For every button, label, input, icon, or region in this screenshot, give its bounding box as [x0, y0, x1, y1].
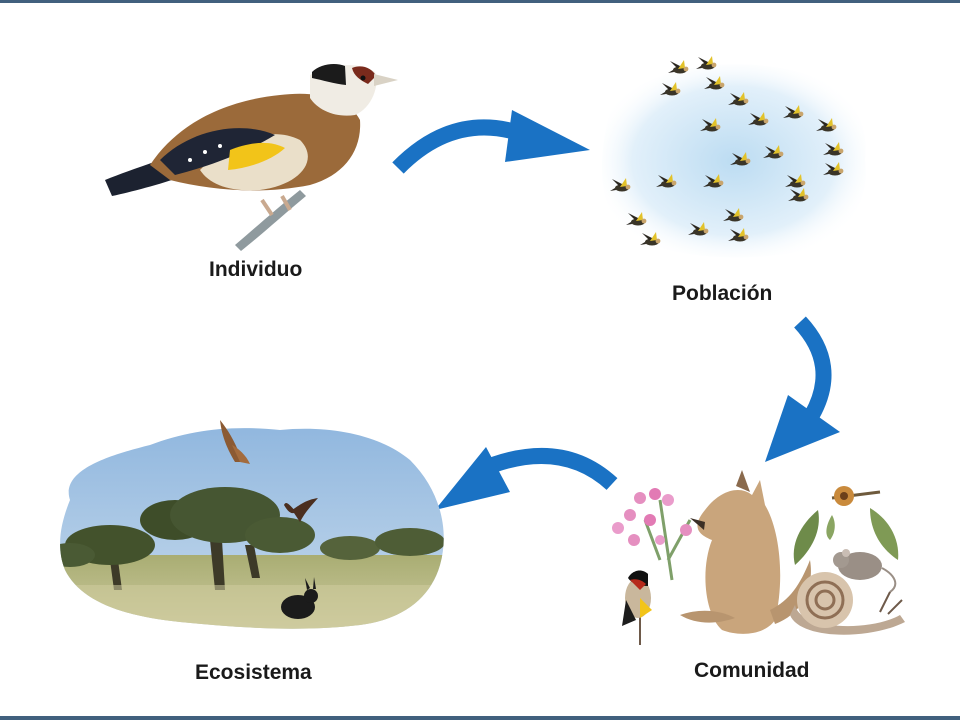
leaves-icon — [793, 486, 899, 565]
rabbit-icon — [281, 577, 318, 619]
mouse-icon — [833, 549, 897, 593]
label-ecosistema: Ecosistema — [195, 661, 312, 684]
ecosystem-scene — [60, 420, 444, 629]
snail-icon — [790, 572, 905, 635]
arrow-individuo-to-poblacion — [392, 110, 590, 174]
label-individuo: Individuo — [209, 258, 303, 281]
eagle-icon — [220, 420, 250, 464]
arrow-poblacion-to-comunidad — [765, 316, 840, 462]
bird-of-prey-icon — [284, 498, 318, 522]
arrow-comunidad-to-ecosistema — [435, 447, 618, 510]
label-poblacion: Población — [672, 282, 773, 305]
bird-flock-icon — [602, 56, 866, 258]
bottom-border — [0, 716, 960, 720]
label-comunidad: Comunidad — [694, 659, 810, 682]
tree-icon — [60, 487, 444, 590]
fox-icon — [680, 470, 811, 634]
goldfinch-small-icon — [622, 570, 652, 645]
top-border — [0, 0, 960, 3]
flowers-icon — [612, 488, 692, 581]
goldfinch-icon — [105, 64, 398, 251]
